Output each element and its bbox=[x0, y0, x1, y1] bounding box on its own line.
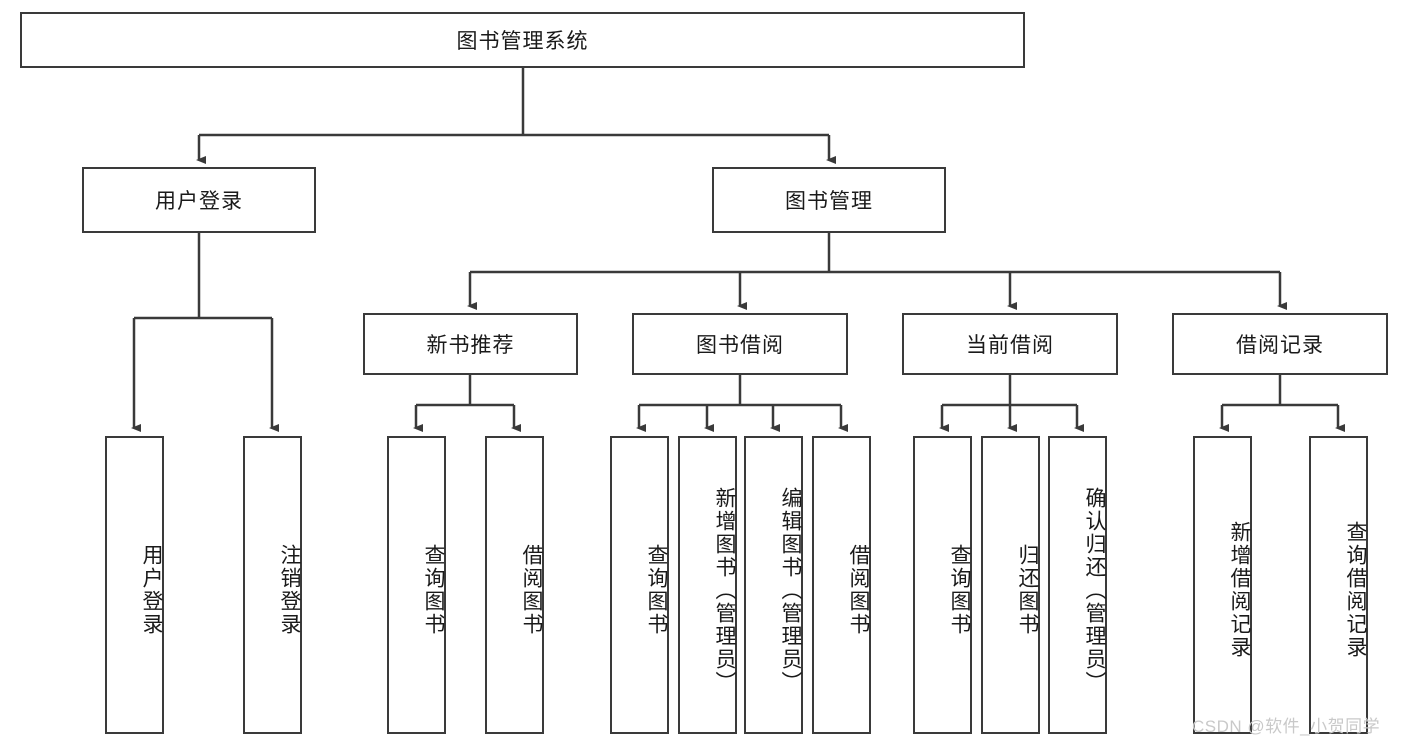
node-leaf-query-record[interactable]: 查询借阅记录 bbox=[1309, 436, 1368, 734]
node-leaf-borrow-book-2-label: 借阅图书 bbox=[847, 544, 870, 636]
node-leaf-confirm-return-label: 确认归还（管理员） bbox=[1083, 486, 1106, 694]
node-leaf-query-book-3[interactable]: 查询图书 bbox=[913, 436, 972, 734]
node-leaf-query-book-3-label: 查询图书 bbox=[948, 544, 971, 636]
node-book-manage-label: 图书管理 bbox=[785, 190, 873, 213]
node-leaf-borrow-book-1-label: 借阅图书 bbox=[520, 544, 543, 636]
node-leaf-return-book[interactable]: 归还图书 bbox=[981, 436, 1040, 734]
node-leaf-edit-book-label: 编辑图书（管理员） bbox=[779, 486, 802, 694]
node-user-login-label: 用户登录 bbox=[155, 190, 243, 213]
node-leaf-query-book-2-label: 查询图书 bbox=[645, 544, 668, 636]
node-leaf-add-record-label: 新增借阅记录 bbox=[1228, 521, 1251, 659]
node-new-book-recommend-label: 新书推荐 bbox=[426, 334, 515, 357]
node-leaf-confirm-return[interactable]: 确认归还（管理员） bbox=[1048, 436, 1107, 734]
node-leaf-add-book[interactable]: 新增图书（管理员） bbox=[678, 436, 737, 734]
node-leaf-query-record-label: 查询借阅记录 bbox=[1344, 521, 1367, 659]
node-leaf-add-book-label: 新增图书（管理员） bbox=[713, 486, 736, 694]
node-book-borrow[interactable]: 图书借阅 bbox=[632, 313, 848, 375]
node-leaf-query-book-1-label: 查询图书 bbox=[422, 544, 445, 636]
node-user-login[interactable]: 用户登录 bbox=[82, 167, 316, 233]
node-leaf-user-login-label: 用户登录 bbox=[140, 544, 163, 636]
node-leaf-user-logout-label: 注销登录 bbox=[278, 544, 301, 636]
node-root-label: 图书管理系统 bbox=[456, 30, 589, 53]
node-leaf-return-book-label: 归还图书 bbox=[1016, 544, 1039, 636]
node-borrow-record-label: 借阅记录 bbox=[1236, 334, 1324, 357]
node-current-borrow[interactable]: 当前借阅 bbox=[902, 313, 1118, 375]
node-leaf-user-logout[interactable]: 注销登录 bbox=[243, 436, 302, 734]
node-book-manage[interactable]: 图书管理 bbox=[712, 167, 946, 233]
node-new-book-recommend[interactable]: 新书推荐 bbox=[363, 313, 578, 375]
node-book-borrow-label: 图书借阅 bbox=[696, 334, 784, 357]
node-leaf-edit-book[interactable]: 编辑图书（管理员） bbox=[744, 436, 803, 734]
node-leaf-add-record[interactable]: 新增借阅记录 bbox=[1193, 436, 1252, 734]
node-leaf-user-login[interactable]: 用户登录 bbox=[105, 436, 164, 734]
node-current-borrow-label: 当前借阅 bbox=[966, 334, 1054, 357]
node-borrow-record[interactable]: 借阅记录 bbox=[1172, 313, 1388, 375]
node-leaf-query-book-1[interactable]: 查询图书 bbox=[387, 436, 446, 734]
node-leaf-query-book-2[interactable]: 查询图书 bbox=[610, 436, 669, 734]
node-leaf-borrow-book-2[interactable]: 借阅图书 bbox=[812, 436, 871, 734]
node-leaf-borrow-book-1[interactable]: 借阅图书 bbox=[485, 436, 544, 734]
node-root[interactable]: 图书管理系统 bbox=[20, 12, 1025, 68]
